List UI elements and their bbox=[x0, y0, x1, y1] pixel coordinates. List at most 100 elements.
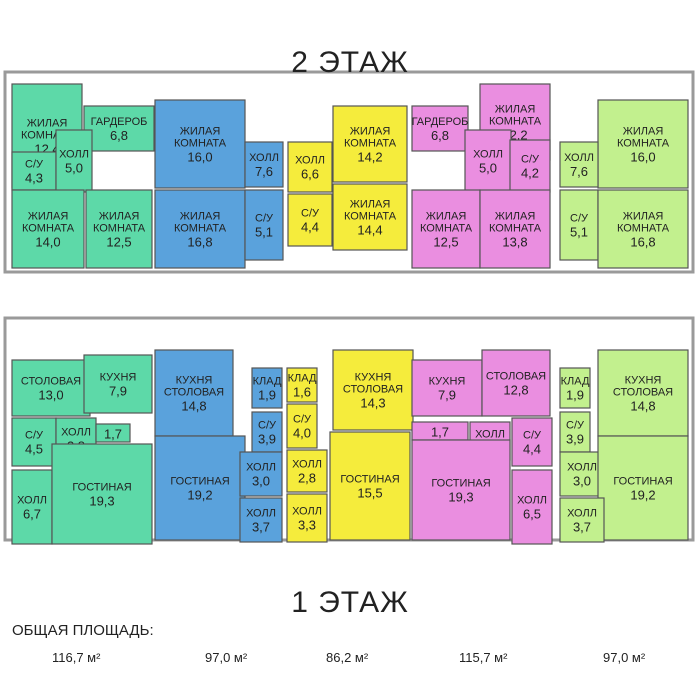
room-area: 19,3 bbox=[89, 494, 114, 509]
room-area: 16,8 bbox=[187, 235, 212, 250]
room-fill bbox=[411, 105, 469, 152]
room-name: СТОЛОВАЯ bbox=[486, 371, 546, 383]
room-name: С/У bbox=[25, 159, 44, 171]
room-fill bbox=[332, 183, 408, 251]
room-fill bbox=[154, 435, 246, 541]
room-fill bbox=[287, 141, 333, 193]
room-name: С/У bbox=[566, 420, 585, 432]
room-name: С/У bbox=[293, 414, 312, 426]
room-fill bbox=[479, 189, 551, 269]
room-fill bbox=[83, 105, 155, 152]
room-area: 5,1 bbox=[255, 225, 273, 240]
room-name: ЖИЛАЯ bbox=[495, 211, 536, 223]
room-area: 4,4 bbox=[301, 220, 319, 235]
room-area: 6,8 bbox=[110, 128, 128, 143]
room-area: 1,9 bbox=[566, 388, 584, 403]
floor-1-room-3: С/У4,5 bbox=[11, 417, 57, 467]
room-area: 14,2 bbox=[357, 150, 382, 165]
room-fill bbox=[411, 189, 481, 269]
room-name: ГАРДЕРОБ bbox=[91, 116, 148, 128]
room-name: КОМНАТА bbox=[617, 138, 670, 150]
total-area-apartment-1: 116,7 м² bbox=[52, 650, 101, 665]
room-area: 14,4 bbox=[357, 223, 382, 238]
total-area-apartment-2: 97,0 м² bbox=[205, 650, 248, 665]
room-fill bbox=[559, 141, 599, 188]
room-fill bbox=[244, 141, 284, 188]
room-fill bbox=[329, 431, 411, 541]
room-fill bbox=[11, 151, 57, 191]
room-name: ГОСТИНАЯ bbox=[431, 478, 490, 490]
room-name: КОМНАТА bbox=[174, 223, 227, 235]
room-area: 3,3 bbox=[298, 518, 316, 533]
room-fill bbox=[51, 443, 153, 545]
room-name: СТОЛОВАЯ bbox=[613, 387, 673, 399]
room-fill bbox=[11, 359, 91, 417]
floor-2-room-18: С/У4,2 bbox=[509, 139, 551, 193]
room-name: ХОЛЛ bbox=[292, 506, 322, 518]
room-area: 1,9 bbox=[258, 388, 276, 403]
room-name: КОМНАТА bbox=[93, 223, 146, 235]
floor-1-room-29: С/У3,9 bbox=[559, 411, 591, 453]
room-area: 7,9 bbox=[438, 388, 456, 403]
room-name: СТОЛОВАЯ bbox=[21, 376, 81, 388]
room-fill bbox=[11, 189, 85, 269]
room-area: 14,3 bbox=[360, 396, 385, 411]
room-area: 16,0 bbox=[630, 150, 655, 165]
room-fill bbox=[55, 129, 93, 193]
room-name: ХОЛЛ bbox=[246, 462, 276, 474]
room-area: 2,8 bbox=[298, 471, 316, 486]
room-area: 4,5 bbox=[25, 442, 43, 457]
room-area: 12,5 bbox=[106, 235, 131, 250]
room-fill bbox=[597, 189, 689, 269]
room-name: ХОЛЛ bbox=[17, 495, 47, 507]
room-name: КОМНАТА bbox=[22, 223, 75, 235]
room-name: СТОЛОВАЯ bbox=[343, 384, 403, 396]
room-area: 4,3 bbox=[25, 171, 43, 186]
room-name: ЖИЛАЯ bbox=[27, 118, 68, 130]
room-area: 6,6 bbox=[301, 167, 319, 182]
room-name: ГОСТИНАЯ bbox=[170, 476, 229, 488]
room-fill bbox=[83, 354, 153, 414]
room-fill bbox=[154, 349, 234, 437]
floor-1-room-10: С/У3,9 bbox=[251, 411, 283, 453]
room-name: С/У bbox=[255, 213, 274, 225]
room-area: 3,9 bbox=[566, 432, 584, 447]
room-name: КЛАД bbox=[561, 376, 590, 388]
room-name: ХОЛЛ bbox=[246, 508, 276, 520]
room-fill bbox=[559, 497, 605, 543]
room-area: 16,0 bbox=[187, 150, 212, 165]
total-area-apartment-4: 115,7 м² bbox=[459, 650, 508, 665]
room-name: КУХНЯ bbox=[176, 375, 213, 387]
room-name: С/У bbox=[521, 154, 540, 166]
floor-1-title: 1 ЭТАЖ bbox=[291, 586, 409, 619]
room-fill bbox=[511, 469, 553, 545]
room-name: СТОЛОВАЯ bbox=[164, 387, 224, 399]
room-name: С/У bbox=[301, 208, 320, 220]
room-name: ГОСТИНАЯ bbox=[340, 474, 399, 486]
room-area: 19,2 bbox=[630, 488, 655, 503]
room-area: 6,7 bbox=[23, 507, 41, 522]
room-fill bbox=[286, 493, 328, 543]
room-area: 12,8 bbox=[503, 383, 528, 398]
floor-2-room-13: С/У4,4 bbox=[287, 193, 333, 247]
room-name: С/У bbox=[523, 430, 542, 442]
room-name: ЖИЛАЯ bbox=[495, 104, 536, 116]
room-name: КОМНАТА bbox=[344, 138, 397, 150]
room-name: ХОЛЛ bbox=[567, 508, 597, 520]
room-area: 1,7 bbox=[104, 427, 122, 442]
room-name: ХОЛЛ bbox=[473, 149, 503, 161]
